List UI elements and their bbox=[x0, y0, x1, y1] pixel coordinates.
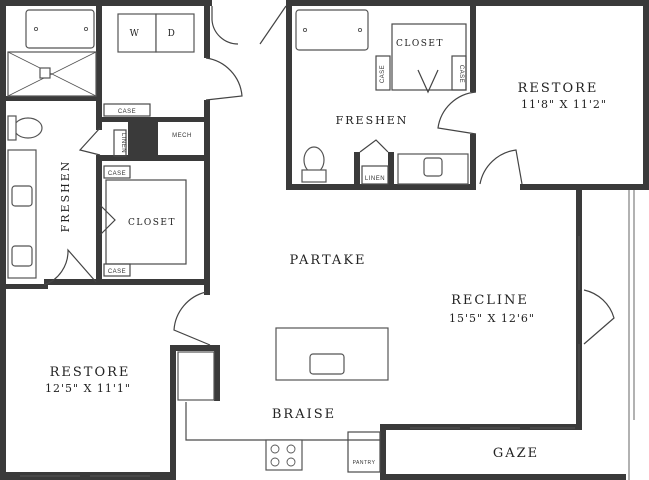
small-labels: CLOSET CLOSET W D MECH LINEN LINEN CASE … bbox=[108, 29, 464, 466]
freshen-top-name: FRESHEN bbox=[336, 114, 409, 127]
washer-label: W bbox=[130, 29, 141, 39]
case-left-bottom-label: CASE bbox=[108, 269, 126, 275]
toilet-left bbox=[13, 117, 43, 139]
bathtub-top bbox=[295, 9, 369, 51]
closet-top-label: CLOSET bbox=[396, 39, 444, 49]
mech-label: MECH bbox=[172, 133, 192, 139]
refrigerator bbox=[177, 351, 215, 401]
gaze-name: GAZE bbox=[493, 446, 539, 461]
washer bbox=[117, 13, 157, 53]
doors bbox=[43, 5, 615, 346]
case-tl-label: CASE bbox=[380, 65, 386, 83]
toilet-top bbox=[303, 146, 325, 174]
pantry-label: PANTRY bbox=[353, 460, 376, 466]
restore-2-name: RESTORE bbox=[50, 365, 131, 380]
restore-1-name: RESTORE bbox=[518, 81, 599, 96]
braise-name: BRAISE bbox=[272, 407, 336, 422]
restore-2-dim: 12'5" X 11'1" bbox=[45, 382, 131, 395]
dryer bbox=[155, 13, 195, 53]
fixtures bbox=[7, 9, 469, 473]
case-tr-label: CASE bbox=[458, 65, 464, 83]
partake-name: PARTAKE bbox=[289, 253, 366, 268]
restore-1-dim: 11'8" X 11'2" bbox=[521, 98, 607, 111]
recline-dim: 15'5" X 12'6" bbox=[449, 312, 535, 325]
bathtub-left bbox=[25, 9, 95, 49]
recline-name: RECLINE bbox=[451, 293, 529, 308]
linen-left-label: LINEN bbox=[120, 133, 126, 153]
dryer-label: D bbox=[168, 29, 177, 39]
case-left-top-label: CASE bbox=[108, 171, 126, 177]
windows bbox=[20, 190, 635, 480]
case-laundry-label: CASE bbox=[118, 109, 136, 115]
linen-top-label: LINEN bbox=[365, 176, 385, 182]
stove bbox=[265, 439, 303, 471]
freshen-left-name: FRESHEN bbox=[59, 160, 72, 233]
room-labels: RESTORE 11'8" X 11'2" RESTORE 12'5" X 11… bbox=[45, 81, 607, 461]
closet-left-label: CLOSET bbox=[128, 218, 176, 228]
